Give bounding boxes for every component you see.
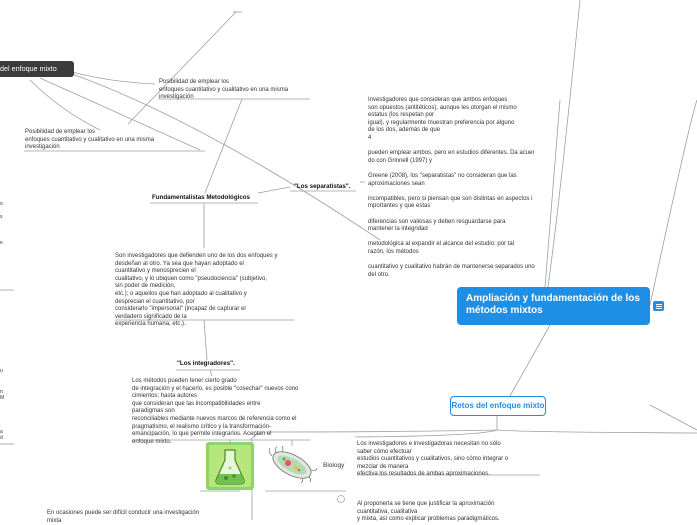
bacteria-image: [266, 446, 318, 484]
fundamentalistas-title[interactable]: Fundamentalistas Metodológicos: [152, 194, 250, 202]
retos-text-justificar: Al proponerla se tiene que justificar la…: [357, 501, 500, 524]
flask-image: [206, 442, 254, 490]
separatistas-text: Investigadores que consideran que ambos …: [368, 97, 535, 279]
fundamentalistas-text: Son investigadores que defienden uno de …: [115, 253, 277, 329]
left-edge-fragment: s: [0, 214, 3, 220]
left-edge-fragment: o: [0, 201, 3, 207]
separatistas-title[interactable]: "Los separatistas".: [294, 183, 350, 191]
posibilidad-text-top: Posibilidad de emplear los enfoques cuan…: [159, 79, 288, 102]
collapse-toggle-icon: [338, 496, 345, 503]
left-edge-fragment: u: [0, 368, 3, 374]
menu-icon[interactable]: [653, 301, 664, 311]
left-edge-fragment: M: [0, 395, 4, 401]
enfoque-mixto-node[interactable]: del enfoque mixto: [0, 61, 74, 77]
integradores-title[interactable]: "Los integradores".: [177, 360, 235, 368]
integradores-text: Los métodos pueden tener cierto grado de…: [132, 378, 298, 446]
retos-text-integrar: Los investigadores e investigadoras nece…: [357, 441, 508, 479]
biology-label: Biology: [323, 462, 344, 470]
central-topic[interactable]: Ampliación y fundamentación de los métod…: [457, 287, 650, 325]
posibilidad-text-left: Posibilidad de emplear los enfoques cuan…: [25, 129, 154, 152]
retos-node[interactable]: Retos del enfoque mixto: [450, 396, 546, 416]
left-edge-fragment: d: [0, 435, 3, 441]
left-edge-fragment: e: [0, 240, 3, 246]
retos-text-dificil: En ocasiones puede ser difícil conducir …: [47, 510, 199, 525]
